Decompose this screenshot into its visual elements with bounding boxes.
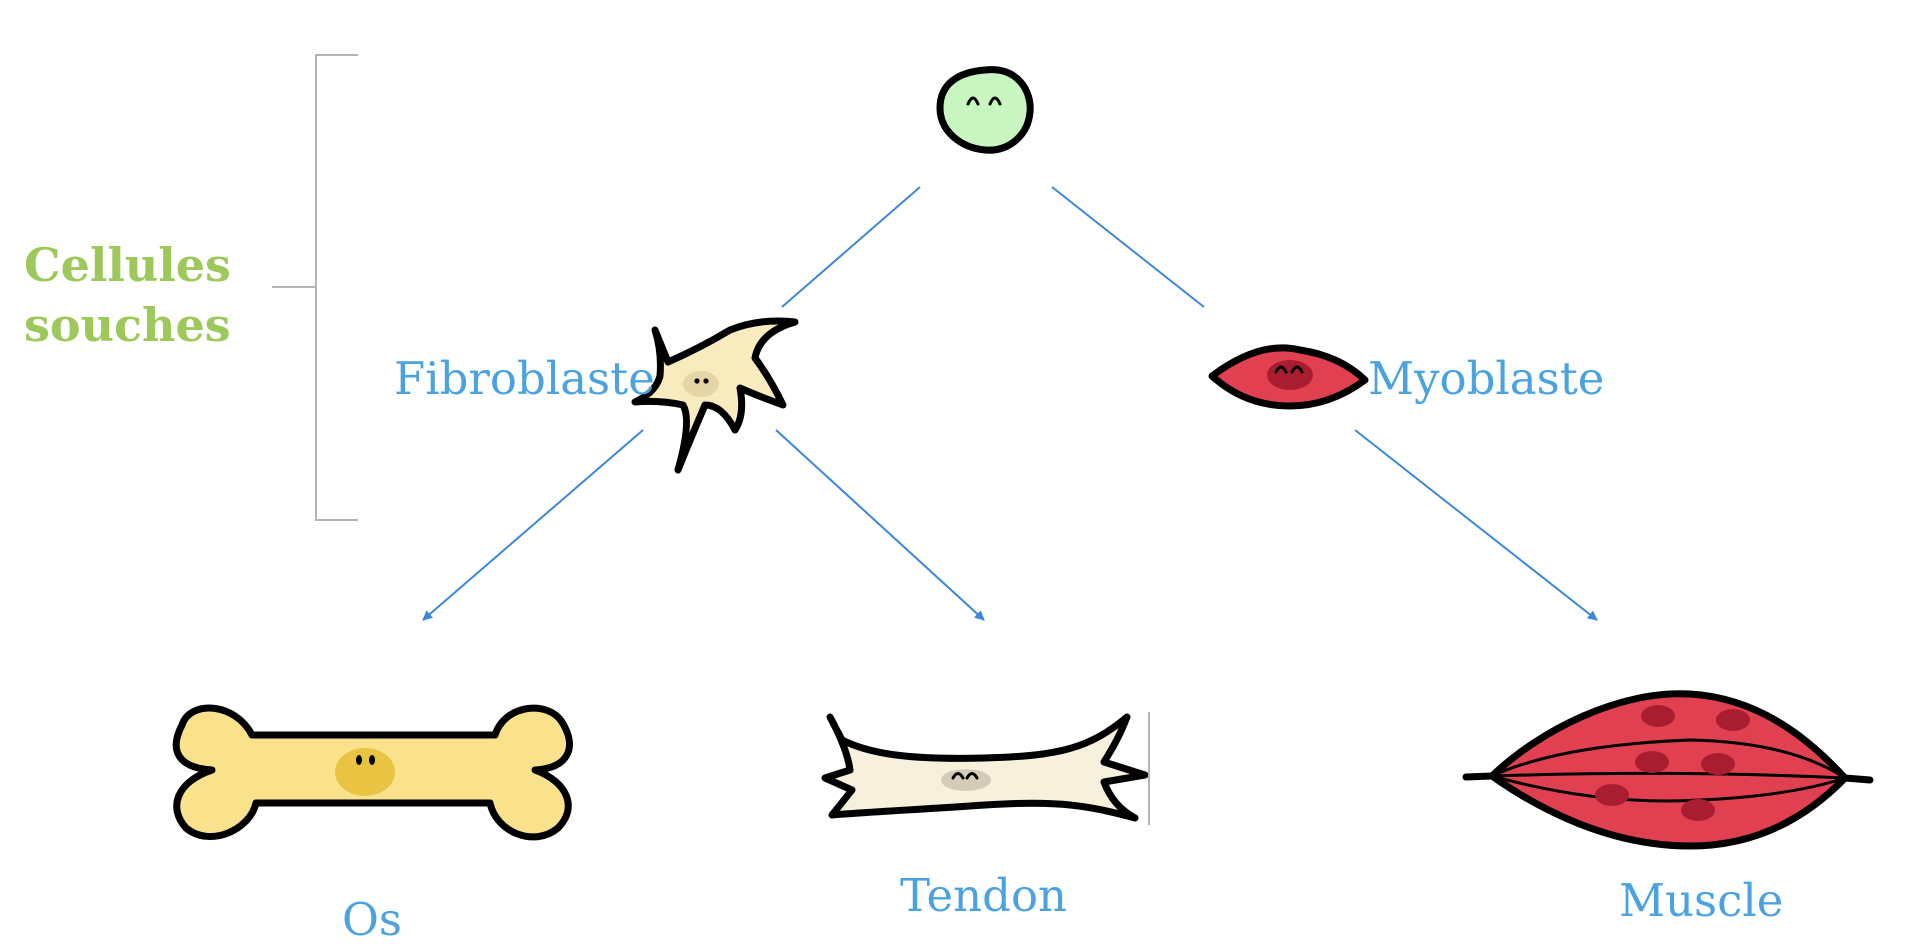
stem-cells-bracket — [272, 54, 358, 521]
connector-stem-to-myoblast — [1051, 186, 1205, 308]
stem-cells-label-line1: Cellules — [24, 238, 231, 292]
tendon-icon — [821, 712, 1150, 825]
stem-cell-icon — [936, 66, 1034, 154]
bone-label: Os — [342, 893, 402, 946]
fibroblast-cell-icon — [631, 317, 799, 474]
muscle-icon — [1462, 690, 1874, 850]
stem-cells-label-line2: souches — [24, 298, 231, 352]
stem-cells-label: Cellules souches — [24, 235, 231, 355]
muscle-label: Muscle — [1619, 874, 1784, 927]
myoblast-cell-icon — [1208, 344, 1369, 410]
fibroblast-label: Fibroblaste — [394, 352, 655, 405]
arrow-fibroblast-to-tendon — [775, 429, 985, 621]
arrow-myoblast-to-muscle — [1354, 429, 1598, 621]
myoblast-label: Myoblaste — [1368, 352, 1605, 405]
tendon-label: Tendon — [900, 869, 1068, 922]
bone-icon — [172, 704, 573, 841]
connector-stem-to-fibroblast — [781, 186, 921, 308]
arrow-fibroblast-to-bone — [422, 429, 644, 621]
